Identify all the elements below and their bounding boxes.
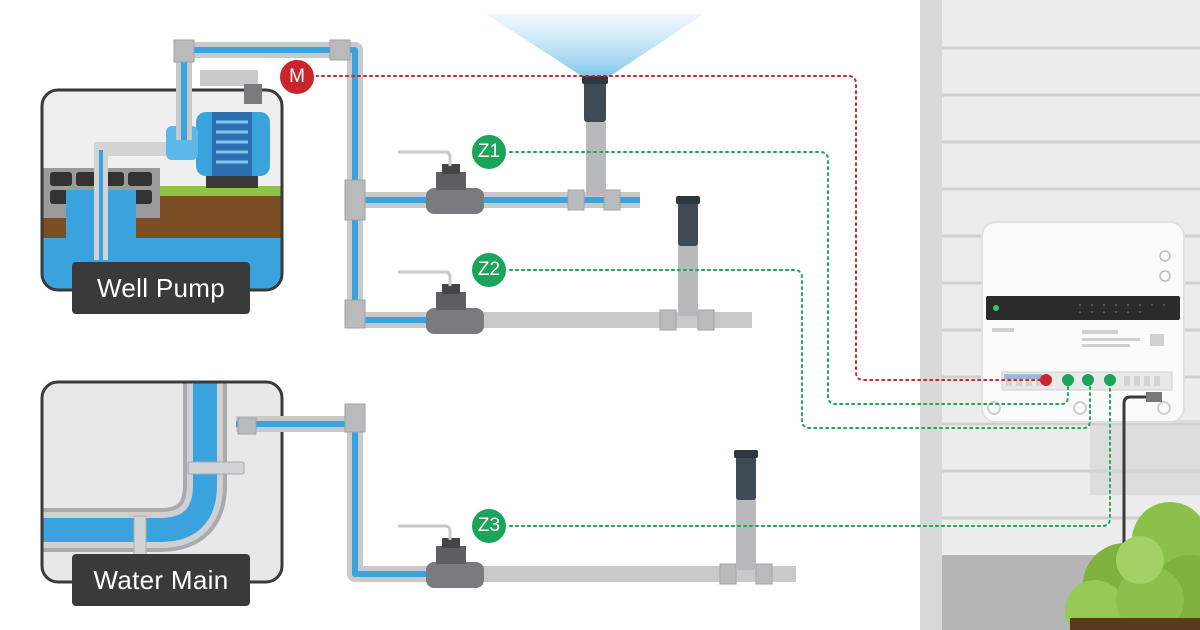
water-main-inset — [40, 380, 284, 584]
zone-1-badge: Z1 — [470, 133, 508, 171]
zone-2-badge: Z2 — [470, 251, 508, 289]
well-pump-label: Well Pump — [72, 262, 250, 314]
well-pump-inset — [40, 88, 284, 292]
bush — [1065, 502, 1200, 630]
irrigation-controller-icon — [981, 221, 1200, 560]
sprinkler-head-icon — [486, 14, 758, 570]
valve-lead-wires — [205, 76, 452, 540]
control-wires — [315, 75, 1111, 527]
solenoid-valve-icon — [244, 84, 484, 588]
master-valve-badge: M — [278, 58, 316, 96]
zone-3-badge: Z3 — [470, 507, 508, 545]
water-main-label: Water Main — [72, 554, 250, 606]
